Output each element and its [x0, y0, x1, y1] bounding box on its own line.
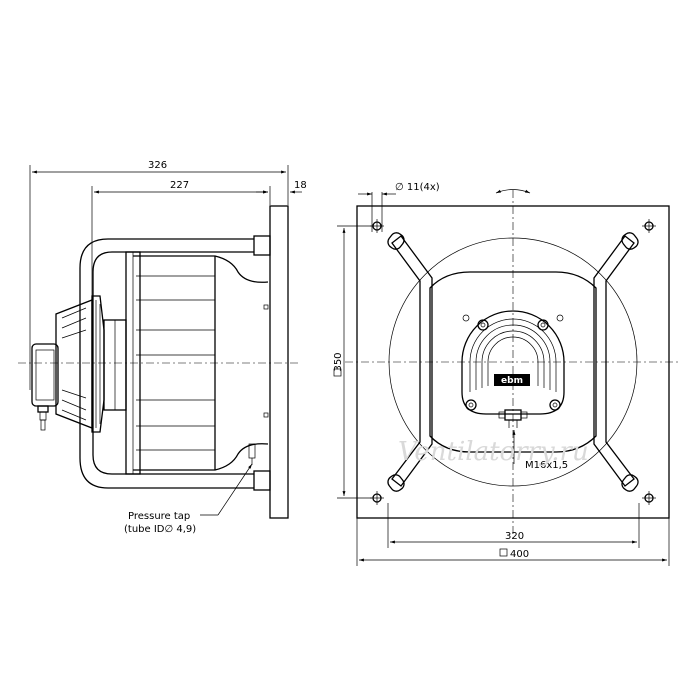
dimension-flange-thickness: 18 — [256, 180, 307, 194]
hole-callout: ∅ 11(4x) — [358, 182, 440, 232]
mounting-hole-icon — [370, 491, 384, 505]
mounting-flange — [269, 205, 289, 519]
dimension-overall-length: 326 — [29, 160, 289, 390]
pressure-tap-label: Pressure tap — [128, 511, 190, 522]
dim-overall-label: 326 — [148, 160, 167, 171]
thread-callout: M16x1,5 — [512, 430, 568, 471]
pressure-tap: Pressure tap (tube ID∅ 4,9) — [124, 443, 256, 535]
rotation-direction-arrow — [495, 189, 531, 194]
dimension-body-length: 227 — [91, 180, 271, 300]
mounting-hole-icon — [642, 491, 656, 505]
dimension-plate: 400 — [356, 518, 670, 566]
watermark: Ventilatorry.ru — [398, 437, 589, 467]
dim-flange-label: 18 — [294, 180, 307, 191]
motor-logo-plate — [494, 374, 530, 386]
dim-height-label: 350 — [333, 352, 344, 371]
mounting-hole-icon — [642, 219, 656, 233]
dimension-hole-spacing: 320 — [387, 503, 640, 548]
front-view: ebm M16x1,5 ∅ 11(4x) 350 — [333, 182, 680, 566]
dimension-height: 350 — [333, 225, 372, 499]
side-view: 326 227 18 — [18, 160, 307, 535]
dim-body-label: 227 — [170, 180, 189, 191]
pressure-tap-note: (tube ID∅ 4,9) — [124, 524, 196, 535]
motor-hub: ebm — [461, 310, 565, 428]
support-frame — [79, 235, 271, 491]
support-struts — [387, 232, 639, 492]
inlet-ring — [388, 237, 638, 487]
dim-hole-spacing-label: 320 — [505, 531, 524, 542]
motor-unit — [31, 295, 127, 433]
motor-logo: ebm — [501, 376, 523, 386]
thread-callout-label: M16x1,5 — [525, 460, 568, 471]
dim-plate-label: 400 — [510, 549, 529, 560]
hole-callout-label: ∅ 11(4x) — [395, 182, 440, 193]
mounting-holes — [370, 219, 656, 505]
